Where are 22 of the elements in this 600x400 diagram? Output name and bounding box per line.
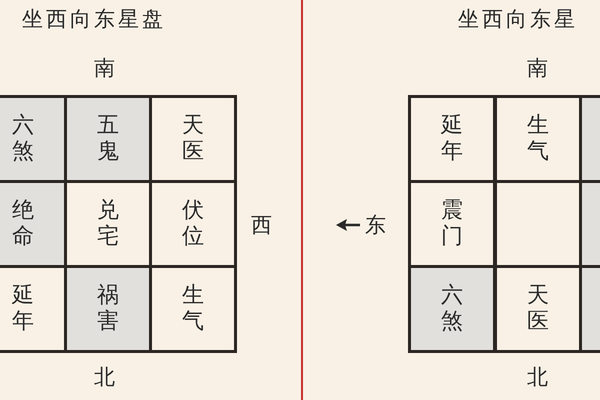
cell-text: 五鬼 [97,112,119,166]
direction-label: 南 [527,58,548,79]
cell-text: 绝命 [12,198,34,250]
title: 坐西向东星 [458,9,578,30]
cell-text: 延年 [441,112,463,166]
cell-text: 天医 [527,282,549,336]
cell-text: 生气 [182,282,204,336]
title: 坐西向东星盘 [22,9,166,30]
direction-label: 北 [527,367,548,388]
cell-text: 兑宅 [97,198,119,250]
direction-label: 北 [94,367,115,388]
cell-text: 祸害 [97,282,119,336]
cell-text: 生气 [527,112,549,166]
cell-text: 六煞 [441,282,463,336]
cell-text: 伏位 [182,198,204,250]
cell-text: 六煞 [12,112,34,166]
direction-label: 南 [94,58,115,79]
direction-label: 东 [365,215,386,236]
cell-text: 震门 [441,198,463,250]
cell-text: 延年 [12,282,34,336]
direction-label: 西 [251,215,272,236]
cell-text: 天医 [182,112,204,166]
